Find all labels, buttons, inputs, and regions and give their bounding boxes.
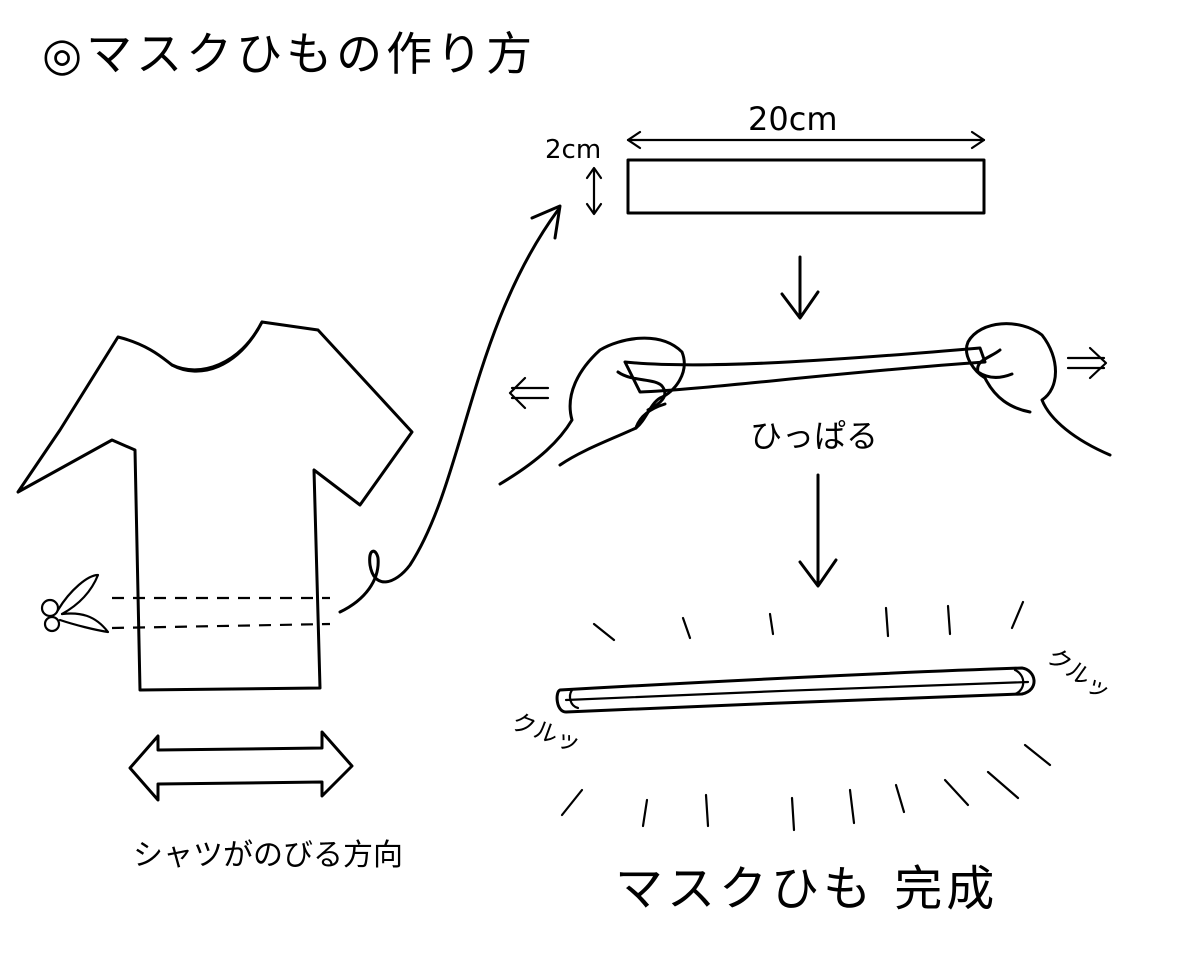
cut-line-bottom (111, 622, 331, 630)
finished-mask-cord (555, 666, 1036, 714)
width-label: 2cm (545, 135, 601, 165)
completion-label: マスクひも 完成 (615, 861, 998, 917)
flow-arrow-curve (338, 204, 562, 614)
width-dimension-arrow (585, 166, 603, 216)
strip-rectangle (626, 158, 986, 215)
diagram-title: ◎マスクひもの作り方 (42, 27, 536, 81)
pulling-hands-drawing (498, 322, 1112, 486)
down-arrow-1 (780, 255, 820, 320)
stretch-direction-arrow (128, 730, 354, 802)
pull-label: ひっぱる (750, 417, 878, 455)
scissors-icon (40, 573, 110, 634)
stretch-direction-label: シャツがのびる方向 (133, 838, 403, 873)
length-dimension-arrow (626, 130, 986, 150)
emphasis-strokes (560, 600, 1052, 832)
curl-label-right: クルッ (1042, 642, 1116, 706)
tshirt-drawing (16, 320, 414, 692)
down-arrow-2 (798, 473, 838, 588)
curl-label-left: クルッ (508, 707, 585, 758)
length-label: 20cm (748, 100, 837, 138)
